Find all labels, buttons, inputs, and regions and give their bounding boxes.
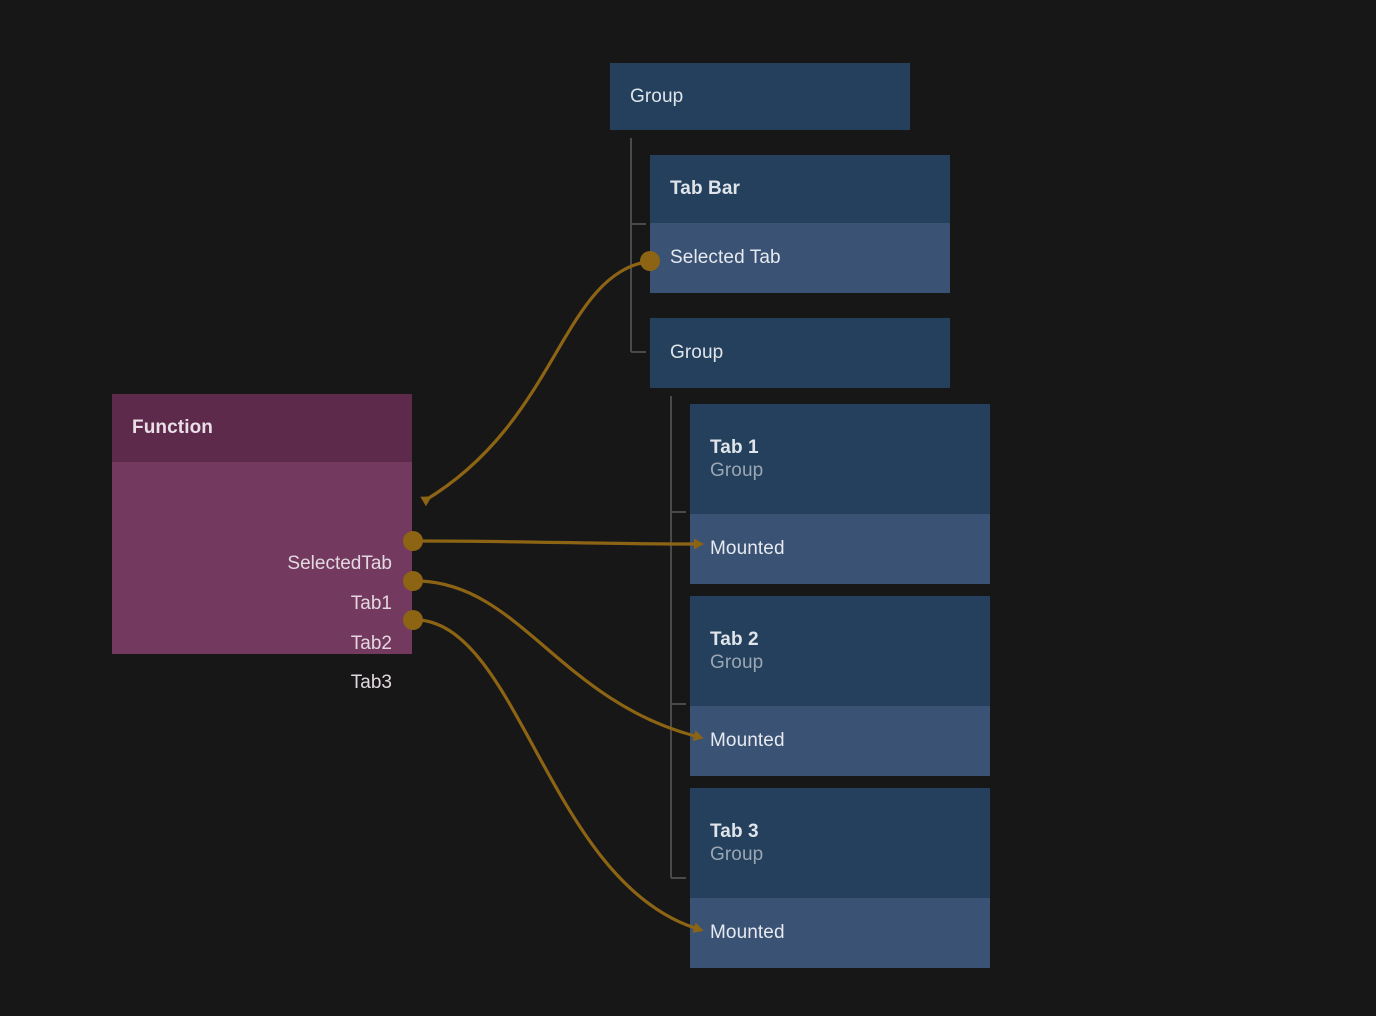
node-tab-3-title: Tab 3 <box>710 820 759 842</box>
node-tab-bar-selected-tab-label: Selected Tab <box>670 247 781 268</box>
node-tab-2-mounted-label: Mounted <box>710 730 785 751</box>
node-function-title: Function <box>132 417 214 438</box>
node-root-group-title: Group <box>630 85 684 107</box>
port-label-tab3: Tab3 <box>350 671 392 693</box>
node-tab-1-title: Tab 1 <box>710 436 759 458</box>
node-tab-3-subtitle: Group <box>710 844 764 865</box>
port-row-tab3[interactable]: Tab3 <box>112 670 412 695</box>
node-tab-3-header[interactable]: Tab 3 Group <box>690 788 990 898</box>
node-root-group[interactable]: Group <box>610 63 910 130</box>
node-inner-group-header[interactable]: Group <box>650 318 950 388</box>
port-row-selectedtab[interactable]: SelectedTab <box>112 551 412 576</box>
wire-tab1-to-mounted1 <box>419 538 704 550</box>
node-tab-2-subtitle: Group <box>710 652 764 673</box>
wire-tab3-to-mounted3 <box>419 618 704 933</box>
node-tab-1-header[interactable]: Tab 1 Group <box>690 404 990 514</box>
port-label-tab2: Tab2 <box>350 632 392 654</box>
node-tab-2-mounted-row[interactable]: Mounted <box>690 706 990 776</box>
node-tab-bar-header[interactable]: Tab Bar <box>650 155 950 223</box>
wire-selectedtab-to-function <box>420 259 651 507</box>
node-root-group-header[interactable]: Group <box>610 63 910 130</box>
port-label-selectedtab: SelectedTab <box>287 552 392 574</box>
node-inner-group-title: Group <box>670 342 724 363</box>
wire-tab2-to-mounted2 <box>419 579 704 742</box>
node-tab-1[interactable]: Tab 1 Group Mounted <box>690 404 990 584</box>
port-label-tab1: Tab1 <box>350 592 392 614</box>
node-tab-1-subtitle: Group <box>710 460 764 481</box>
node-function[interactable]: Function SelectedTab Tab1 Tab2 Tab3 <box>112 394 412 693</box>
node-inner-group[interactable]: Group <box>650 318 950 388</box>
node-tab-2-title: Tab 2 <box>710 628 759 650</box>
node-tab-1-mounted-row[interactable]: Mounted <box>690 514 990 584</box>
node-function-header[interactable]: Function <box>112 394 412 462</box>
node-tab-2[interactable]: Tab 2 Group Mounted <box>690 596 990 776</box>
port-row-tab2[interactable]: Tab2 <box>112 631 412 656</box>
node-tab-2-header[interactable]: Tab 2 Group <box>690 596 990 706</box>
port-row-tab1[interactable]: Tab1 <box>112 591 412 616</box>
node-tab-bar-selected-tab-row[interactable]: Selected Tab <box>650 223 950 293</box>
node-tab-bar-title: Tab Bar <box>670 178 741 199</box>
node-function-body: SelectedTab Tab1 Tab2 Tab3 <box>112 462 412 693</box>
node-tab-1-mounted-label: Mounted <box>710 538 785 559</box>
node-tab-3[interactable]: Tab 3 Group Mounted <box>690 788 990 968</box>
node-tab-3-mounted-row[interactable]: Mounted <box>690 898 990 968</box>
node-tab-3-mounted-label: Mounted <box>710 922 785 943</box>
node-tab-bar[interactable]: Tab Bar Selected Tab <box>650 155 950 293</box>
